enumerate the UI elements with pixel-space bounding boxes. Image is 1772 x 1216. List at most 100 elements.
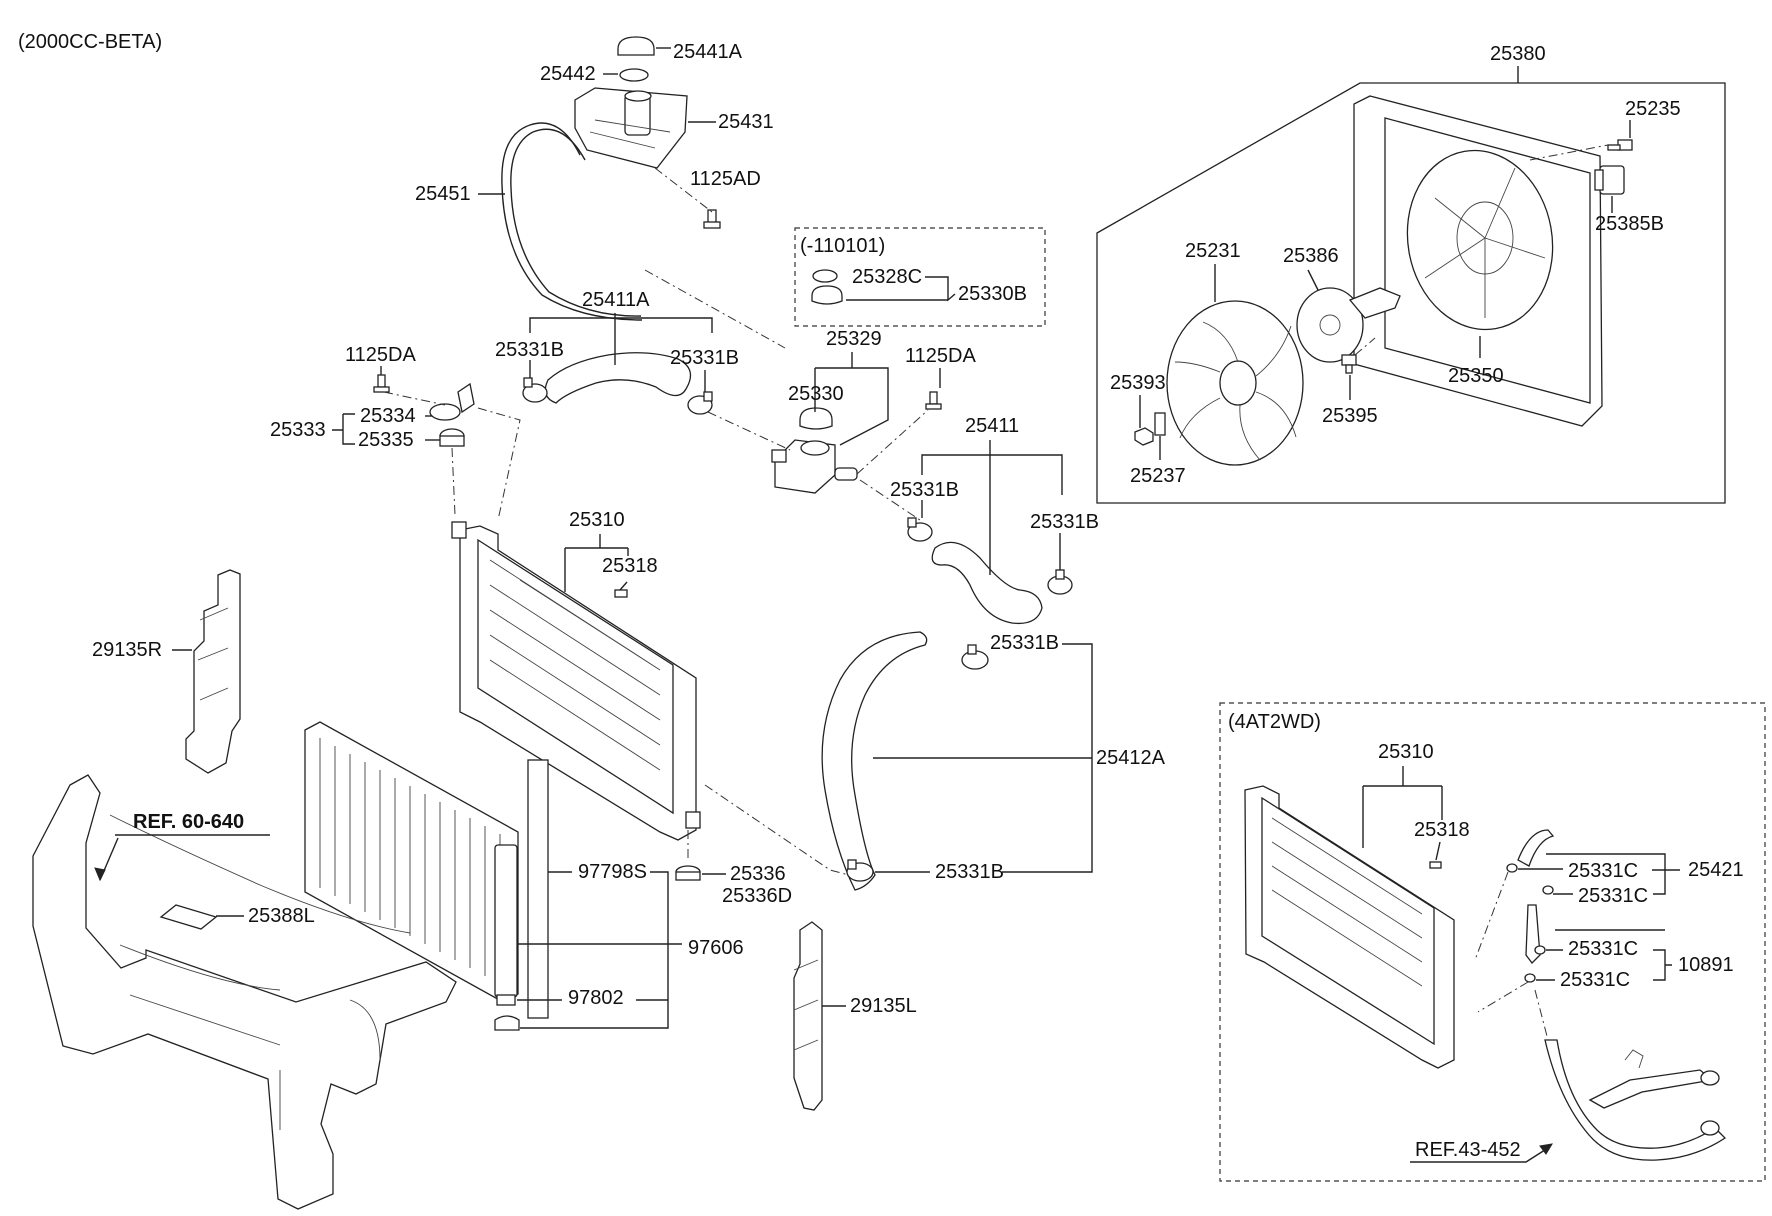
- insulator-25335: [439, 428, 465, 447]
- screw-25235: [1607, 139, 1633, 151]
- hose-clamp-25331B-e: [961, 644, 989, 670]
- label-25331C-b: 25331C: [1578, 885, 1648, 907]
- o-ring-25442: [619, 68, 649, 82]
- ref-arrowhead-2: [1539, 1143, 1553, 1155]
- inset-trans-box: [1219, 702, 1766, 1182]
- label-25441A: 25441A: [673, 41, 743, 63]
- clip-25237: [1154, 412, 1166, 436]
- clamp-25331C-d: [1524, 973, 1536, 983]
- label-25330B: 25330B: [958, 283, 1027, 305]
- label-25310: 25310: [569, 509, 625, 531]
- hose-clamp-25331B-b: [687, 391, 713, 415]
- label-10891: 10891: [1678, 954, 1734, 976]
- cap-25330B: [811, 285, 843, 305]
- label-25331B-d: 25331B: [1030, 511, 1099, 533]
- clamp-25331C-c: [1534, 945, 1546, 955]
- hose-clamp-25331B-c: [907, 517, 933, 542]
- label-25350: 25350: [1448, 365, 1504, 387]
- engine-label: (2000CC-BETA): [18, 31, 162, 53]
- label-25411A: 25411A: [582, 289, 650, 311]
- clamp-25331C-b: [1542, 885, 1554, 895]
- air-guard-29135L: [793, 921, 823, 1111]
- bolt-1125DA-right: [925, 391, 942, 410]
- label-25331C-d: 25331C: [1560, 969, 1630, 991]
- label-25336D: 25336D: [722, 885, 792, 907]
- label-25318: 25318: [602, 555, 658, 577]
- label-25318-at: 25318: [1414, 819, 1470, 841]
- fan-assembly-box: [1096, 82, 1726, 504]
- label-25411: 25411: [965, 415, 1019, 437]
- bolt-1125AD: [703, 209, 721, 229]
- label-25334: 25334: [360, 405, 416, 427]
- radiator-25310: [451, 521, 701, 841]
- nut-25393: [1134, 427, 1154, 446]
- label-25335: 25335: [358, 429, 414, 451]
- hose-clamp-25331B-a: [522, 377, 548, 403]
- oil-cooler-pipe: [1544, 1039, 1727, 1161]
- bolt-1125DA-left: [373, 374, 390, 393]
- radiator-25310-at: [1244, 785, 1455, 1069]
- inset-trans-label: (4AT2WD): [1228, 711, 1321, 733]
- coolant-outlet-housing-25329: [771, 439, 858, 494]
- inset-date-label: (-110101): [800, 235, 885, 257]
- lower-hose-25411: [931, 541, 1043, 625]
- label-1125DA-right: 1125DA: [905, 345, 976, 367]
- grommet-25336: [675, 865, 701, 881]
- label-25331B-e: 25331B: [990, 632, 1059, 654]
- front-end-carrier: [32, 774, 457, 1210]
- label-25331B-c: 25331B: [890, 479, 959, 501]
- label-97606: 97606: [688, 937, 744, 959]
- label-sticker-25388L: [159, 904, 218, 930]
- cap-25330: [799, 407, 833, 430]
- label-25328C: 25328C: [852, 266, 922, 288]
- label-25331C-c: 25331C: [1568, 938, 1638, 960]
- reservoir-cap-25441A: [617, 36, 655, 56]
- hose-clamp-25331B-f: [846, 859, 874, 882]
- receiver-drier-97802: [494, 844, 518, 1006]
- label-25331C-a: 25331C: [1568, 860, 1638, 882]
- label-25329: 25329: [826, 328, 882, 350]
- ref-43-452: REF.43-452: [1415, 1139, 1521, 1161]
- fan-blade-25231: [1166, 300, 1304, 466]
- label-25393: 25393: [1110, 372, 1166, 394]
- clamp-25331C-a: [1506, 863, 1518, 873]
- label-25336: 25336: [730, 863, 786, 885]
- label-97798S: 97798S: [578, 861, 647, 883]
- label-1125AD: 1125AD: [690, 168, 761, 190]
- overflow-hose-25451: [501, 122, 643, 321]
- fan-motor-25386: [1296, 287, 1401, 363]
- reservoir-tank-25431: [574, 87, 688, 169]
- label-25395: 25395: [1322, 405, 1378, 427]
- lower-hose-25412A: [821, 631, 928, 891]
- connector-25385B: [1594, 165, 1625, 195]
- label-25380: 25380: [1490, 43, 1546, 65]
- ref-arrowhead: [94, 867, 106, 882]
- label-25388L: 25388L: [248, 905, 315, 927]
- oil-cooler-hose-25421: [1517, 829, 1555, 867]
- label-25231: 25231: [1185, 240, 1241, 262]
- label-25331B-f: 25331B: [935, 861, 1004, 883]
- seal-25328C: [812, 269, 838, 283]
- drain-plug-25318-at: [1429, 861, 1442, 869]
- label-25330: 25330: [788, 383, 844, 405]
- cap-97802: [494, 1015, 520, 1031]
- bracket-25334: [429, 382, 475, 421]
- fan-shroud-25350: [1353, 95, 1603, 427]
- label-1125DA-left: 1125DA: [345, 344, 416, 366]
- label-25442: 25442: [540, 63, 596, 85]
- label-25237: 25237: [1130, 465, 1186, 487]
- drain-plug-25318: [614, 589, 628, 598]
- hose-clamp-25331B-d: [1047, 569, 1073, 595]
- label-29135R: 29135R: [92, 639, 162, 661]
- label-25333: 25333: [270, 419, 326, 441]
- label-25431: 25431: [718, 111, 774, 133]
- seal-97798S: [527, 759, 549, 1019]
- condenser-97606: [304, 721, 519, 1003]
- label-29135L: 29135L: [850, 995, 917, 1017]
- air-guard-29135R: [185, 569, 241, 774]
- label-25421: 25421: [1688, 859, 1744, 881]
- label-25235: 25235: [1625, 98, 1681, 120]
- label-25451: 25451: [415, 183, 471, 205]
